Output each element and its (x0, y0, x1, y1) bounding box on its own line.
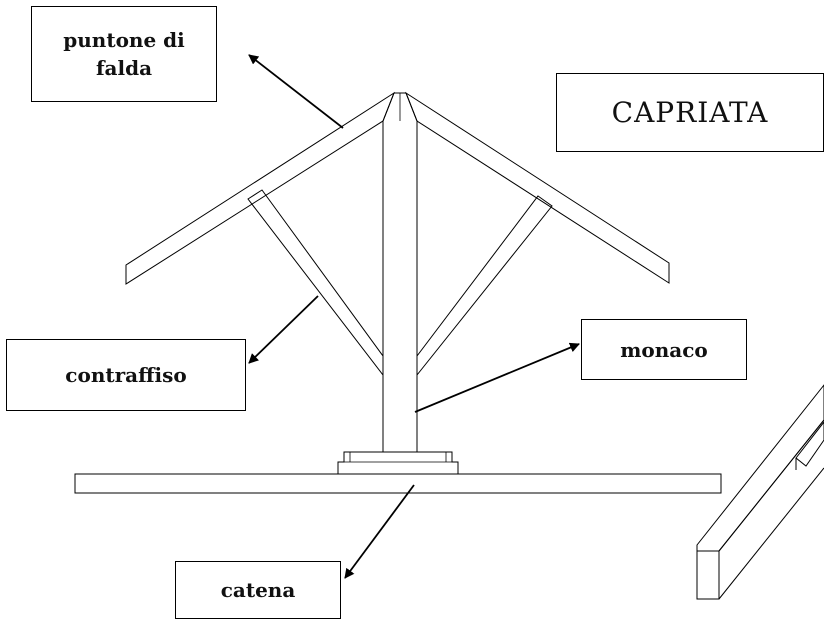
arrow-puntone (248, 54, 344, 129)
label-contraffiso-text: contraffiso (65, 363, 187, 387)
title-capriata-box: CAPRIATA (556, 73, 824, 152)
page-title: CAPRIATA (611, 96, 769, 129)
post-base (337, 451, 459, 474)
label-catena: catena (175, 561, 341, 619)
label-puntone-text: puntone di falda (63, 28, 185, 80)
king-post (382, 92, 418, 453)
strut-right (416, 195, 553, 377)
label-puntone-di-falda: puntone di falda (31, 6, 217, 102)
label-contraffiso: contraffiso (6, 339, 246, 411)
arrow-catena (344, 484, 415, 579)
tie-beam (74, 473, 722, 494)
label-catena-text: catena (220, 578, 296, 602)
rafter-left (125, 91, 396, 285)
arrow-monaco (414, 342, 580, 413)
label-monaco: monaco (581, 319, 747, 380)
label-monaco-text: monaco (620, 337, 708, 362)
arrow-contraffiso (248, 295, 319, 364)
strut-left (247, 189, 384, 377)
partial-beam (696, 384, 824, 600)
